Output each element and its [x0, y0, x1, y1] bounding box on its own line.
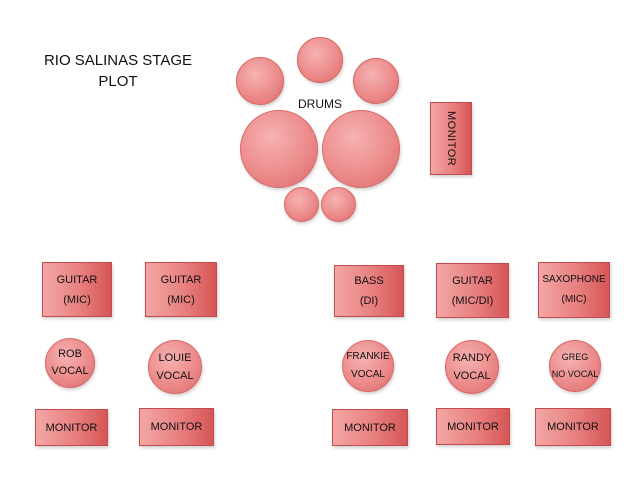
amp-guitar-2: GUITAR (MIC)	[145, 262, 217, 317]
amp-label: GUITAR (MIC/DI)	[451, 274, 494, 307]
floor-monitor-5: MONITOR	[535, 408, 611, 446]
drum-tom-top	[297, 37, 343, 83]
vocal-frankie: FRANKIE VOCAL	[342, 340, 394, 392]
floor-monitor-1: MONITOR	[35, 409, 108, 446]
vocal-label: ROB VOCAL	[51, 348, 89, 377]
vocal-rob: ROB VOCAL	[45, 338, 95, 388]
vocal-randy: RANDY VOCAL	[445, 340, 499, 394]
vocal-greg: GREG NO VOCAL	[549, 340, 601, 392]
vocal-label: GREG NO VOCAL	[551, 352, 599, 379]
drum-cymbal-left	[236, 57, 284, 105]
drum-floor-right	[322, 110, 400, 188]
monitor-label: MONITOR	[447, 420, 499, 433]
drum-cymbal-right	[353, 58, 399, 104]
amp-label: GUITAR (MIC)	[160, 273, 202, 306]
monitor-label: MONITOR	[344, 421, 396, 434]
amp-label: BASS (DI)	[354, 275, 384, 307]
page-title: RIO SALINAS STAGE PLOT	[43, 52, 193, 90]
drum-small-left	[284, 187, 319, 222]
drum-small-right	[321, 187, 356, 222]
vocal-label: LOUIE VOCAL	[156, 352, 194, 382]
amp-label: SAXOPHONE (MIC)	[542, 274, 606, 305]
floor-monitor-3: MONITOR	[332, 409, 408, 446]
amp-guitar-1: GUITAR (MIC)	[42, 262, 112, 317]
drum-floor-left	[240, 110, 318, 188]
side-monitor-label: MONITOR	[445, 110, 457, 167]
vocal-louie: LOUIE VOCAL	[148, 340, 202, 394]
side-monitor: MONITOR	[430, 102, 472, 175]
vocal-label: FRANKIE VOCAL	[346, 351, 390, 380]
amp-guitar-3: GUITAR (MIC/DI)	[436, 263, 509, 318]
drums-label: DRUMS	[298, 97, 342, 111]
vocal-label: RANDY VOCAL	[452, 352, 492, 382]
monitor-label: MONITOR	[45, 421, 98, 434]
monitor-label: MONITOR	[150, 421, 203, 433]
floor-monitor-4: MONITOR	[436, 408, 510, 445]
amp-label: GUITAR (MIC)	[56, 273, 98, 306]
amp-bass: BASS (DI)	[334, 265, 404, 317]
monitor-label: MONITOR	[547, 421, 599, 433]
amp-saxophone: SAXOPHONE (MIC)	[538, 262, 610, 318]
floor-monitor-2: MONITOR	[139, 408, 214, 446]
